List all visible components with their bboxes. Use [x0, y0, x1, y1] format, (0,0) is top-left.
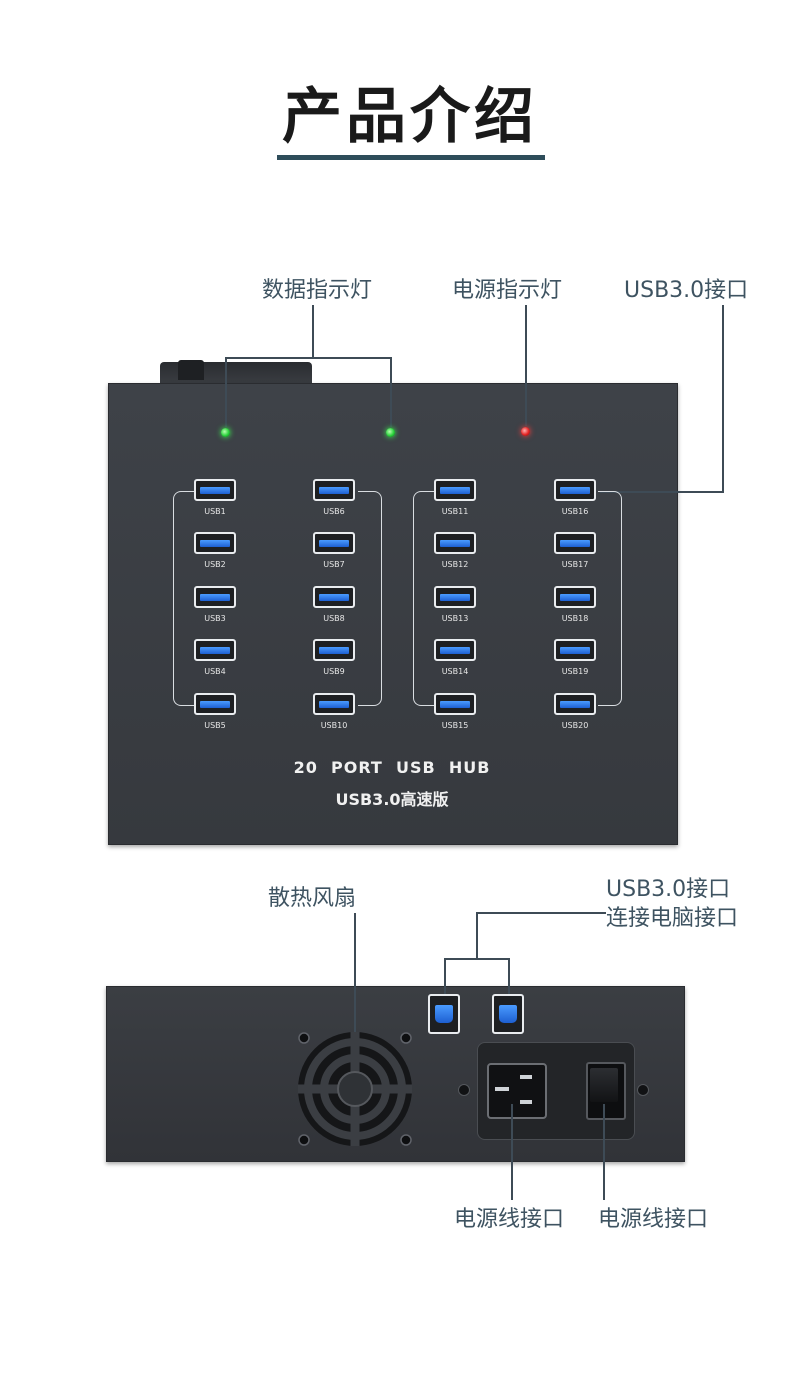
usb-port-8 — [313, 586, 355, 608]
device-top-tab — [178, 360, 204, 380]
usb-port-label: USB6 — [323, 507, 345, 516]
usb-port-5 — [194, 693, 236, 715]
leader-usb-port-stem — [722, 305, 724, 493]
usb-port-13 — [434, 586, 476, 608]
usb-port-20 — [554, 693, 596, 715]
leader-data-led1-drop — [225, 357, 227, 427]
title-underline — [277, 155, 545, 160]
usb-port-7 — [313, 532, 355, 554]
leader-usb-upstream-split — [444, 958, 510, 960]
usb-port-label: USB5 — [204, 721, 226, 730]
usb-port-label: USB20 — [561, 721, 589, 730]
callout-usb-upstream-line2: 连接电脑接口 — [606, 906, 739, 931]
leader-usb-upstream-bar — [476, 912, 606, 914]
power-switch-rocker — [590, 1068, 618, 1102]
leader-data-leds-stem — [312, 305, 314, 359]
leader-power-switch — [603, 1104, 605, 1200]
usb-port-label: USB10 — [320, 721, 348, 730]
data-led-1 — [221, 428, 230, 437]
usb-port-label: USB15 — [441, 721, 469, 730]
usb-port-11 — [434, 479, 476, 501]
leader-power-led — [525, 305, 527, 426]
usb-type-b-port-2 — [492, 994, 524, 1034]
cooling-fan-icon — [298, 1032, 412, 1146]
usb-port-4 — [194, 639, 236, 661]
leader-data-leds-bar — [225, 357, 392, 359]
usb-port-label: USB3 — [204, 614, 226, 623]
usb-type-b-port-1 — [428, 994, 460, 1034]
hub-name: 20 PORT USB HUB — [293, 758, 491, 777]
usb-port-18 — [554, 586, 596, 608]
usb-port-label: USB7 — [323, 560, 345, 569]
socket-pin — [520, 1100, 532, 1104]
leader-data-led2-drop — [390, 357, 392, 427]
usb-port-15 — [434, 693, 476, 715]
usb-port-19 — [554, 639, 596, 661]
callout-power-socket: 电源线接口 — [454, 1207, 565, 1232]
usb-port-12 — [434, 532, 476, 554]
usb-port-label: USB19 — [561, 667, 589, 676]
socket-pin — [495, 1087, 509, 1091]
hub-subtitle: USB3.0高速版 — [335, 790, 449, 809]
usb-port-6 — [313, 479, 355, 501]
callout-data-leds: 数据指示灯 — [262, 278, 373, 303]
usb-port-label: USB8 — [323, 614, 345, 623]
leader-fan — [354, 913, 356, 1043]
power-socket-icon — [487, 1063, 547, 1119]
leader-power-socket — [511, 1104, 513, 1200]
callout-usb-port: USB3.0接口 — [624, 278, 749, 303]
usb-port-label: USB13 — [441, 614, 469, 623]
usb-port-label: USB1 — [204, 507, 226, 516]
usb-port-label: USB4 — [204, 667, 226, 676]
bracket-group-2 — [358, 491, 382, 706]
bracket-group-3 — [413, 491, 437, 706]
usb-port-label: USB12 — [441, 560, 469, 569]
power-led — [521, 427, 530, 436]
bracket-group-4 — [598, 491, 622, 706]
usb-port-2 — [194, 532, 236, 554]
callout-usb-upstream-line1: USB3.0接口 — [606, 877, 731, 902]
screw-icon — [637, 1084, 649, 1096]
usb-port-label: USB16 — [561, 507, 589, 516]
usb-port-label: USB18 — [561, 614, 589, 623]
screw-icon — [458, 1084, 470, 1096]
usb-port-label: USB2 — [204, 560, 226, 569]
page-title: 产品介绍 — [282, 82, 538, 152]
usb-port-3 — [194, 586, 236, 608]
bracket-group-1 — [173, 491, 197, 706]
hub-top-panel — [108, 383, 678, 845]
usb-port-17 — [554, 532, 596, 554]
leader-usb-upstream-a — [444, 958, 446, 994]
leader-usb-upstream-b — [508, 958, 510, 994]
data-led-2 — [386, 428, 395, 437]
usb-port-16 — [554, 479, 596, 501]
callout-power-led: 电源指示灯 — [452, 278, 563, 303]
usb-port-label: USB11 — [441, 507, 469, 516]
leader-usb-port-bar — [600, 491, 724, 493]
usb-port-10 — [313, 693, 355, 715]
usb-port-1 — [194, 479, 236, 501]
callout-fan: 散热风扇 — [268, 886, 357, 911]
callout-power-switch: 电源线接口 — [598, 1207, 709, 1232]
usb-port-14 — [434, 639, 476, 661]
usb-port-9 — [313, 639, 355, 661]
leader-usb-upstream-stem — [476, 912, 478, 960]
usb-port-label: USB9 — [323, 667, 345, 676]
socket-pin — [520, 1075, 532, 1079]
usb-port-label: USB17 — [561, 560, 589, 569]
usb-port-label: USB14 — [441, 667, 469, 676]
